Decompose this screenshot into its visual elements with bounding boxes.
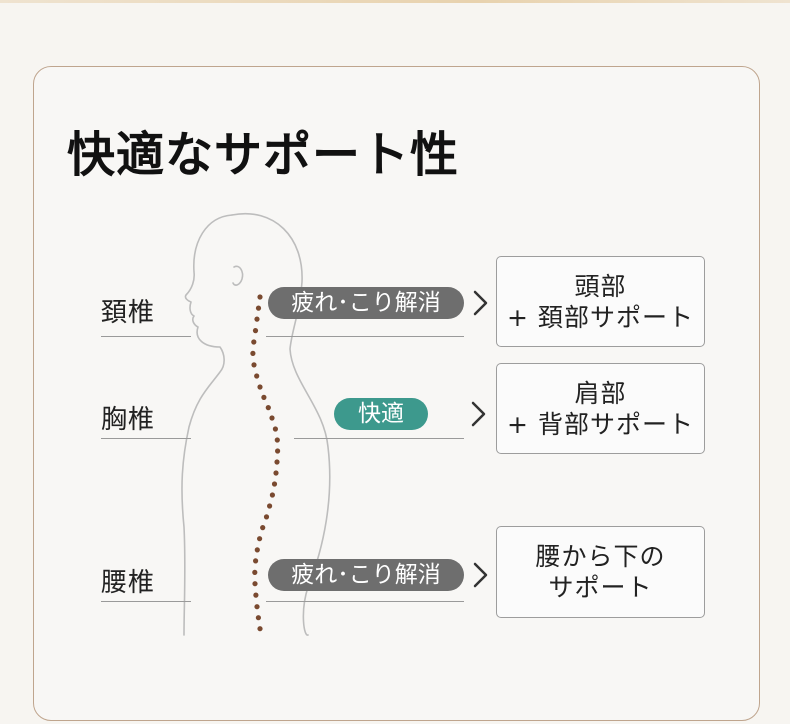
region-rule-cervical (101, 336, 191, 337)
spine-dot (250, 350, 256, 356)
spine-dot (261, 394, 267, 400)
box-line-2: サポート (548, 573, 653, 602)
spine-dot (263, 514, 270, 520)
spine-dot (275, 448, 281, 454)
benefit-pill-lumbar: 疲れ･こり解消 (268, 559, 464, 591)
spine-dot (273, 470, 279, 476)
spine-dot (271, 481, 278, 487)
pill-rule-thoracic (294, 438, 464, 439)
spine-dot (251, 339, 257, 345)
top-decor-band (0, 0, 790, 3)
box-line-1: 頭部 (574, 271, 627, 301)
spine-dot (269, 492, 275, 498)
spine-dot (255, 305, 262, 311)
region-rule-lumbar (101, 601, 191, 602)
pill-rule-cervical (266, 336, 464, 337)
spine-dot (254, 604, 260, 610)
spine-dot (254, 373, 260, 379)
spine-dot (260, 525, 266, 531)
spine-dot (257, 626, 263, 632)
spine-dot (254, 316, 260, 322)
region-label-cervical: 頚椎 (101, 298, 156, 328)
support-box-lower-body: 腰から下の サポート (496, 526, 705, 618)
chevron-right-icon (471, 401, 486, 427)
page-title: 快適なサポート性 (67, 127, 460, 183)
front-outline (181, 214, 233, 636)
spine-dot (253, 592, 259, 598)
box-line-1: 腰から下の (535, 542, 666, 571)
chevron-right-icon (473, 290, 488, 316)
spine-dot (269, 415, 275, 421)
spine-dot (257, 294, 263, 300)
spine-dot (267, 503, 273, 509)
support-card: 快適なサポート性 頚椎 疲れ･こり解消 頭部 + 頚部サポート 胸椎 快適 肩部… (33, 66, 760, 721)
support-box-head-neck: 頭部 + 頚部サポート (496, 256, 705, 347)
spine-dot (252, 581, 258, 587)
spine-dots (250, 294, 281, 632)
spine-dot (255, 615, 261, 621)
box-line-1: 肩部 (574, 378, 627, 408)
spine-dot (253, 558, 259, 564)
spine-dot (274, 459, 280, 465)
pill-rule-lumbar (266, 601, 464, 602)
spine-dot (272, 426, 278, 432)
region-rule-thoracic (101, 438, 191, 439)
box-line-2: + 頚部サポート (507, 302, 694, 332)
spine-dot (252, 328, 259, 334)
spine-dot (265, 405, 271, 411)
benefit-pill-thoracic: 快適 (334, 398, 428, 430)
chevron-right-icon (473, 562, 488, 588)
region-label-thoracic: 胸椎 (101, 405, 156, 435)
spine-dot (257, 384, 263, 390)
benefit-pill-cervical: 疲れ･こり解消 (268, 287, 464, 319)
region-label-lumbar: 腰椎 (101, 568, 156, 598)
box-line-2: + 背部サポート (507, 409, 694, 439)
ear-outline (232, 265, 244, 286)
spine-dot (252, 569, 258, 575)
support-box-shoulder-back: 肩部 + 背部サポート (496, 363, 705, 454)
spine-dot (274, 437, 280, 443)
spine-dot (257, 536, 263, 542)
spine-dot (254, 547, 260, 553)
spine-dot (251, 362, 257, 368)
